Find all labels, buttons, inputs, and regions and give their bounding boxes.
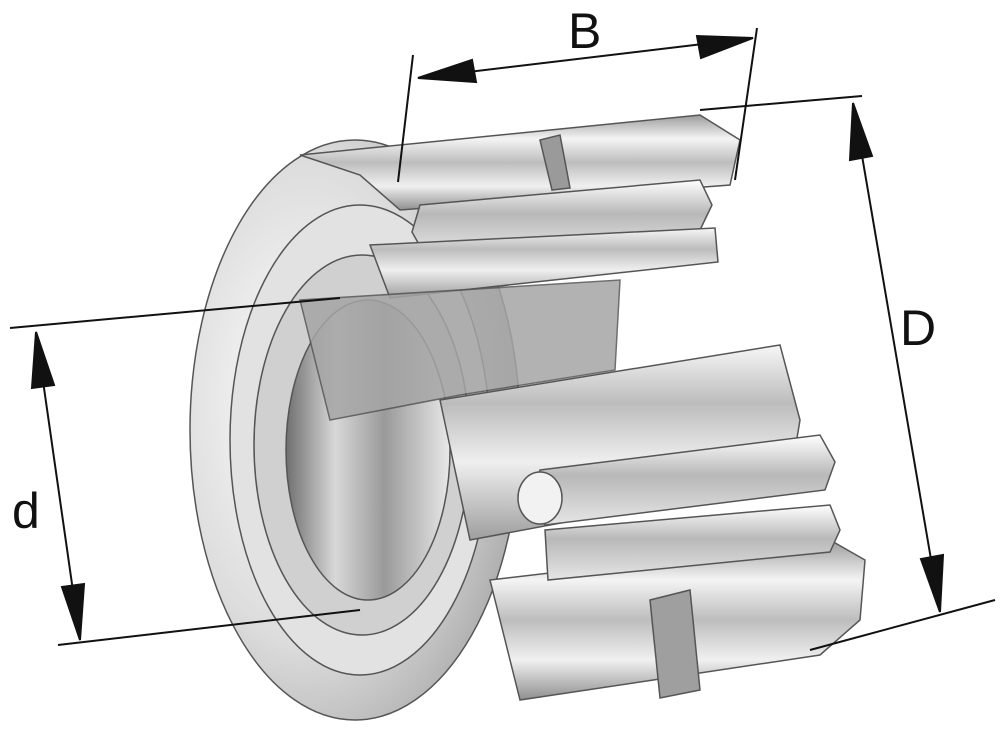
- width-arrow-left: [417, 58, 478, 84]
- outer-diameter-extension-top: [699, 95, 863, 111]
- needle-roller-bottom-2: [544, 504, 841, 581]
- width-arrow-right: [695, 34, 754, 60]
- inner-diameter-extension-top: [9, 297, 341, 329]
- outer-diameter-extension-bottom: [809, 599, 996, 651]
- width-label: B: [568, 3, 601, 59]
- outer-diameter-dimension-line: [852, 102, 941, 613]
- inner-diameter-extension-bottom: [57, 609, 361, 646]
- outer-ring-bottom-groove: [649, 589, 701, 699]
- inner-ring-top-section: [368, 227, 719, 299]
- inner-diameter-label: d: [12, 483, 40, 539]
- inner-ring-interior: [299, 279, 621, 421]
- outer-ring-groove: [539, 134, 571, 191]
- width-extension-right: [734, 27, 758, 181]
- outer-diameter-arrow-top: [848, 102, 874, 162]
- needle-roller-end: [517, 471, 563, 525]
- outer-diameter-label: D: [900, 300, 936, 356]
- inner-diameter-arrow-bottom: [60, 582, 86, 641]
- inner-diameter-arrow-top: [30, 331, 56, 390]
- bearing-illustration: [189, 114, 866, 721]
- dimension-annotations: [9, 27, 996, 651]
- width-extension-left: [397, 54, 414, 183]
- outer-diameter-arrow-bottom: [919, 553, 945, 613]
